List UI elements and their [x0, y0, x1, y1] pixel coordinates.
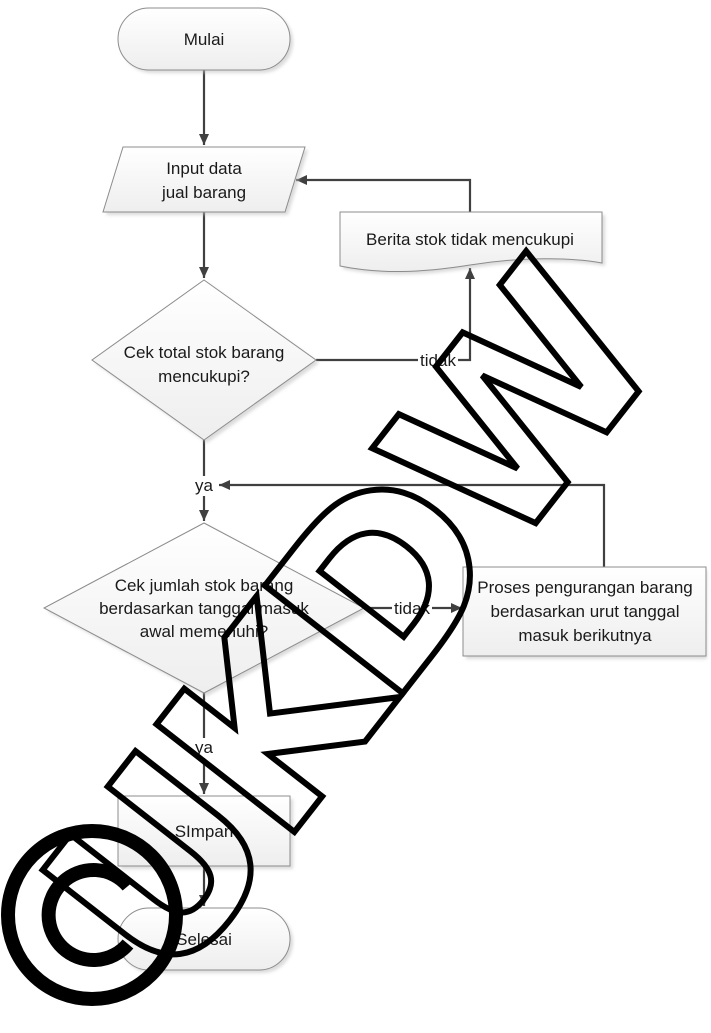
- edge-label-check-date-no: tidak: [394, 599, 430, 618]
- edge-label-check-total-yes: ya: [195, 476, 214, 495]
- check-stock-by-date-line-3: awal memenuhi?: [140, 622, 269, 641]
- arrow-check-total-no-to-message: [316, 268, 475, 362]
- reduce-process-line-2: berdasarkan urut tanggal: [490, 602, 679, 621]
- edge-label-check-date-yes: ya: [195, 738, 214, 757]
- input-data-line-1: Input data: [166, 159, 242, 178]
- copyright-c-arc: [41, 863, 134, 967]
- edge-label-bg: [392, 598, 432, 618]
- check-total-stock-shape: [91, 279, 317, 441]
- arrow-message-to-input: [296, 175, 472, 212]
- edge-label-bg: [193, 738, 215, 758]
- reduce-process-node: Proses pengurangan barang berdasarkan ur…: [462, 566, 707, 659]
- edge-labels: tidak ya tidak ya: [193, 350, 458, 758]
- stock-message-shape: [339, 211, 603, 272]
- stock-message-label: Berita stok tidak mencukupi: [366, 230, 574, 249]
- reduce-process-line-3: masuk berikutnya: [518, 626, 652, 645]
- copyright-symbol: [1, 824, 183, 1006]
- check-stock-by-date-shape: [42, 522, 366, 694]
- check-total-stock-decision: Cek total stok barang mencukupi?: [91, 279, 319, 443]
- reduce-process-line-1: Proses pengurangan barang: [477, 578, 693, 597]
- input-data-line-2: jual barang: [161, 183, 246, 202]
- check-stock-by-date-decision: Cek jumlah stok barang berdasarkan tangg…: [42, 522, 367, 696]
- check-stock-by-date-line-1: Cek jumlah stok barang: [115, 576, 294, 595]
- edge-label-bg: [193, 476, 215, 496]
- input-data-node: Input data jual barang: [102, 146, 308, 215]
- check-total-stock-line-2: mencukupi?: [158, 367, 250, 386]
- edge-label-check-total-no: tidak: [420, 351, 456, 370]
- input-data-shape: [102, 146, 306, 213]
- check-total-stock-line-1: Cek total stok barang: [124, 343, 285, 362]
- check-stock-by-date-line-2: berdasarkan tanggal masuk: [99, 599, 309, 618]
- stock-message-document: Berita stok tidak mencukupi: [339, 211, 605, 275]
- save-label: SImpan: [175, 822, 234, 841]
- reduce-process-shape: [462, 566, 707, 657]
- start-terminal-shape: [117, 7, 291, 71]
- start-terminal: Mulai: [117, 7, 293, 73]
- end-label: Selesai: [176, 930, 232, 949]
- arrow-reduce-loop-back: [219, 480, 606, 567]
- copyright-ring: [1, 824, 183, 1006]
- edge-label-bg: [418, 350, 458, 370]
- start-label: Mulai: [184, 30, 225, 49]
